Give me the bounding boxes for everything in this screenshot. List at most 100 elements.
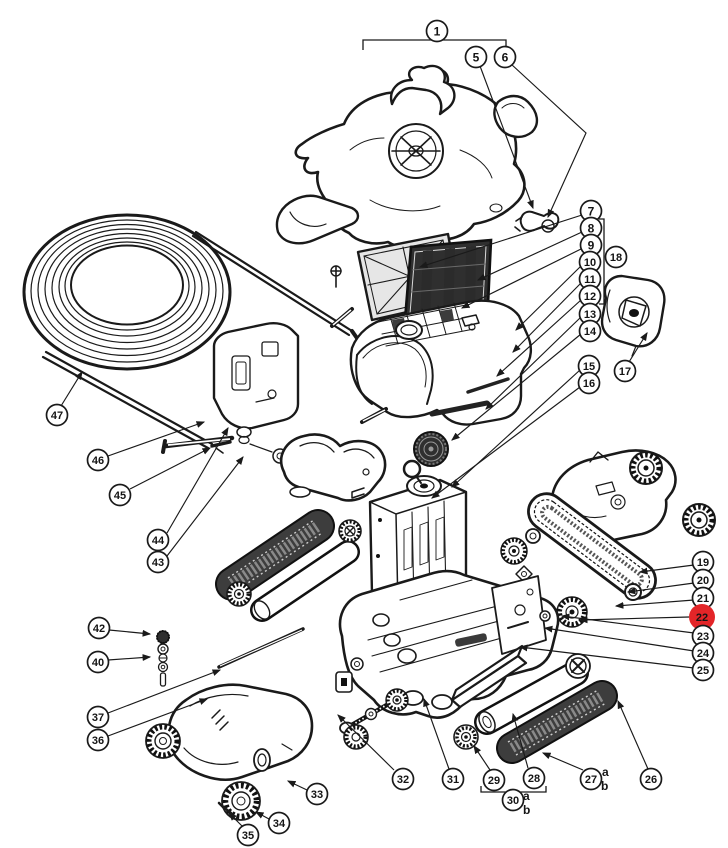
callout-47[interactable]: 47	[45, 403, 69, 427]
callout-20[interactable]: 20	[691, 568, 715, 592]
svg-text:42: 42	[93, 623, 105, 635]
callout-sub-label: b	[601, 779, 608, 793]
leader-line	[638, 564, 695, 575]
handle-cowl	[279, 433, 387, 502]
callout-15[interactable]: 15	[577, 354, 601, 378]
callout-27[interactable]: 27	[579, 767, 603, 791]
callout-25[interactable]: 25	[691, 658, 715, 682]
svg-text:25: 25	[697, 665, 709, 677]
svg-text:37: 37	[92, 712, 104, 724]
svg-text:8: 8	[588, 221, 595, 235]
callout-29[interactable]: 29	[482, 768, 506, 792]
svg-text:9: 9	[588, 238, 595, 252]
leader-line	[423, 697, 450, 770]
svg-text:24: 24	[697, 648, 710, 660]
leader-line	[431, 386, 581, 499]
svg-text:43: 43	[152, 557, 164, 569]
pulley-small	[453, 724, 479, 750]
svg-text:5: 5	[473, 50, 480, 64]
callout-sub-label: b	[523, 803, 530, 817]
mid-body	[330, 299, 532, 426]
hose-coil	[22, 213, 232, 371]
brush-roller-left	[215, 509, 335, 601]
svg-text:18: 18	[610, 252, 622, 264]
callout-40[interactable]: 40	[86, 650, 110, 674]
callout-33[interactable]: 33	[305, 782, 329, 806]
leader-line	[541, 752, 584, 771]
callout-14[interactable]: 14	[578, 319, 602, 343]
callout-34[interactable]: 34	[267, 811, 291, 835]
callout-1[interactable]: 1	[425, 19, 449, 43]
svg-text:26: 26	[645, 774, 657, 786]
leader-line	[107, 654, 152, 661]
svg-text:6: 6	[502, 50, 509, 64]
svg-text:47: 47	[51, 410, 63, 422]
callout-46[interactable]: 46	[86, 448, 110, 472]
callout-45[interactable]: 45	[108, 483, 132, 507]
callout-26[interactable]: 26	[639, 767, 663, 791]
svg-text:28: 28	[528, 773, 540, 785]
callout-30[interactable]: 30	[501, 788, 525, 812]
callout-6[interactable]: 6	[493, 45, 517, 69]
guard-wheel-left	[145, 723, 181, 759]
svg-text:16: 16	[583, 378, 595, 390]
leader-line	[560, 613, 695, 634]
callout-43[interactable]: 43	[146, 550, 170, 574]
svg-text:45: 45	[114, 490, 126, 502]
power-supply-box	[212, 322, 300, 464]
leader-line	[473, 745, 491, 771]
brush-roller-right	[496, 680, 618, 764]
callout-44[interactable]: 44	[146, 528, 170, 552]
callout-37[interactable]: 37	[86, 705, 110, 729]
leader-line	[614, 599, 695, 609]
svg-text:29: 29	[488, 775, 500, 787]
callout-16[interactable]: 16	[577, 371, 601, 395]
svg-text:1: 1	[434, 24, 441, 38]
leader-line	[628, 332, 648, 363]
guard-wheel-bottom	[217, 781, 261, 821]
callout-5[interactable]: 5	[464, 45, 488, 69]
body-guard	[167, 683, 314, 781]
callout-31[interactable]: 31	[441, 767, 465, 791]
callout-32[interactable]: 32	[391, 767, 415, 791]
svg-text:11: 11	[584, 274, 596, 286]
svg-text:36: 36	[92, 735, 104, 747]
callout-42[interactable]: 42	[87, 616, 111, 640]
callout-24[interactable]: 24	[691, 641, 715, 665]
leader-line	[512, 282, 582, 353]
drive-wheel-right	[682, 503, 716, 537]
outlet-grate	[413, 431, 449, 467]
callout-17[interactable]: 17	[613, 359, 637, 383]
svg-text:44: 44	[152, 535, 165, 547]
svg-text:35: 35	[242, 830, 254, 842]
svg-text:22: 22	[696, 612, 708, 624]
callout-22[interactable]: 22	[689, 604, 715, 630]
callout-19[interactable]: 19	[691, 550, 715, 574]
leader-line	[617, 699, 649, 770]
callout-35[interactable]: 35	[236, 823, 260, 847]
svg-text:40: 40	[92, 657, 104, 669]
group-bracket	[599, 218, 605, 305]
leader-line	[626, 582, 695, 595]
svg-text:33: 33	[311, 789, 323, 801]
leader-line	[511, 712, 529, 769]
foam-block	[450, 644, 528, 709]
leader-line	[107, 669, 222, 714]
callout-28[interactable]: 28	[522, 766, 546, 790]
leader-line	[476, 231, 583, 281]
svg-text:20: 20	[697, 575, 709, 587]
hardware-stack	[156, 630, 170, 687]
leader-line	[254, 811, 270, 820]
handle-pad	[493, 94, 539, 139]
callout-18[interactable]: 18	[604, 245, 628, 269]
callout-36[interactable]: 36	[86, 728, 110, 752]
callout-13[interactable]: 13	[578, 302, 602, 326]
leader-line	[543, 625, 695, 652]
wheel-left-small	[226, 581, 252, 607]
callout-sub-label: a	[602, 765, 609, 779]
svg-text:23: 23	[697, 631, 709, 643]
svg-text:19: 19	[697, 557, 709, 569]
leader-line	[518, 644, 695, 669]
leader-line	[286, 780, 308, 791]
